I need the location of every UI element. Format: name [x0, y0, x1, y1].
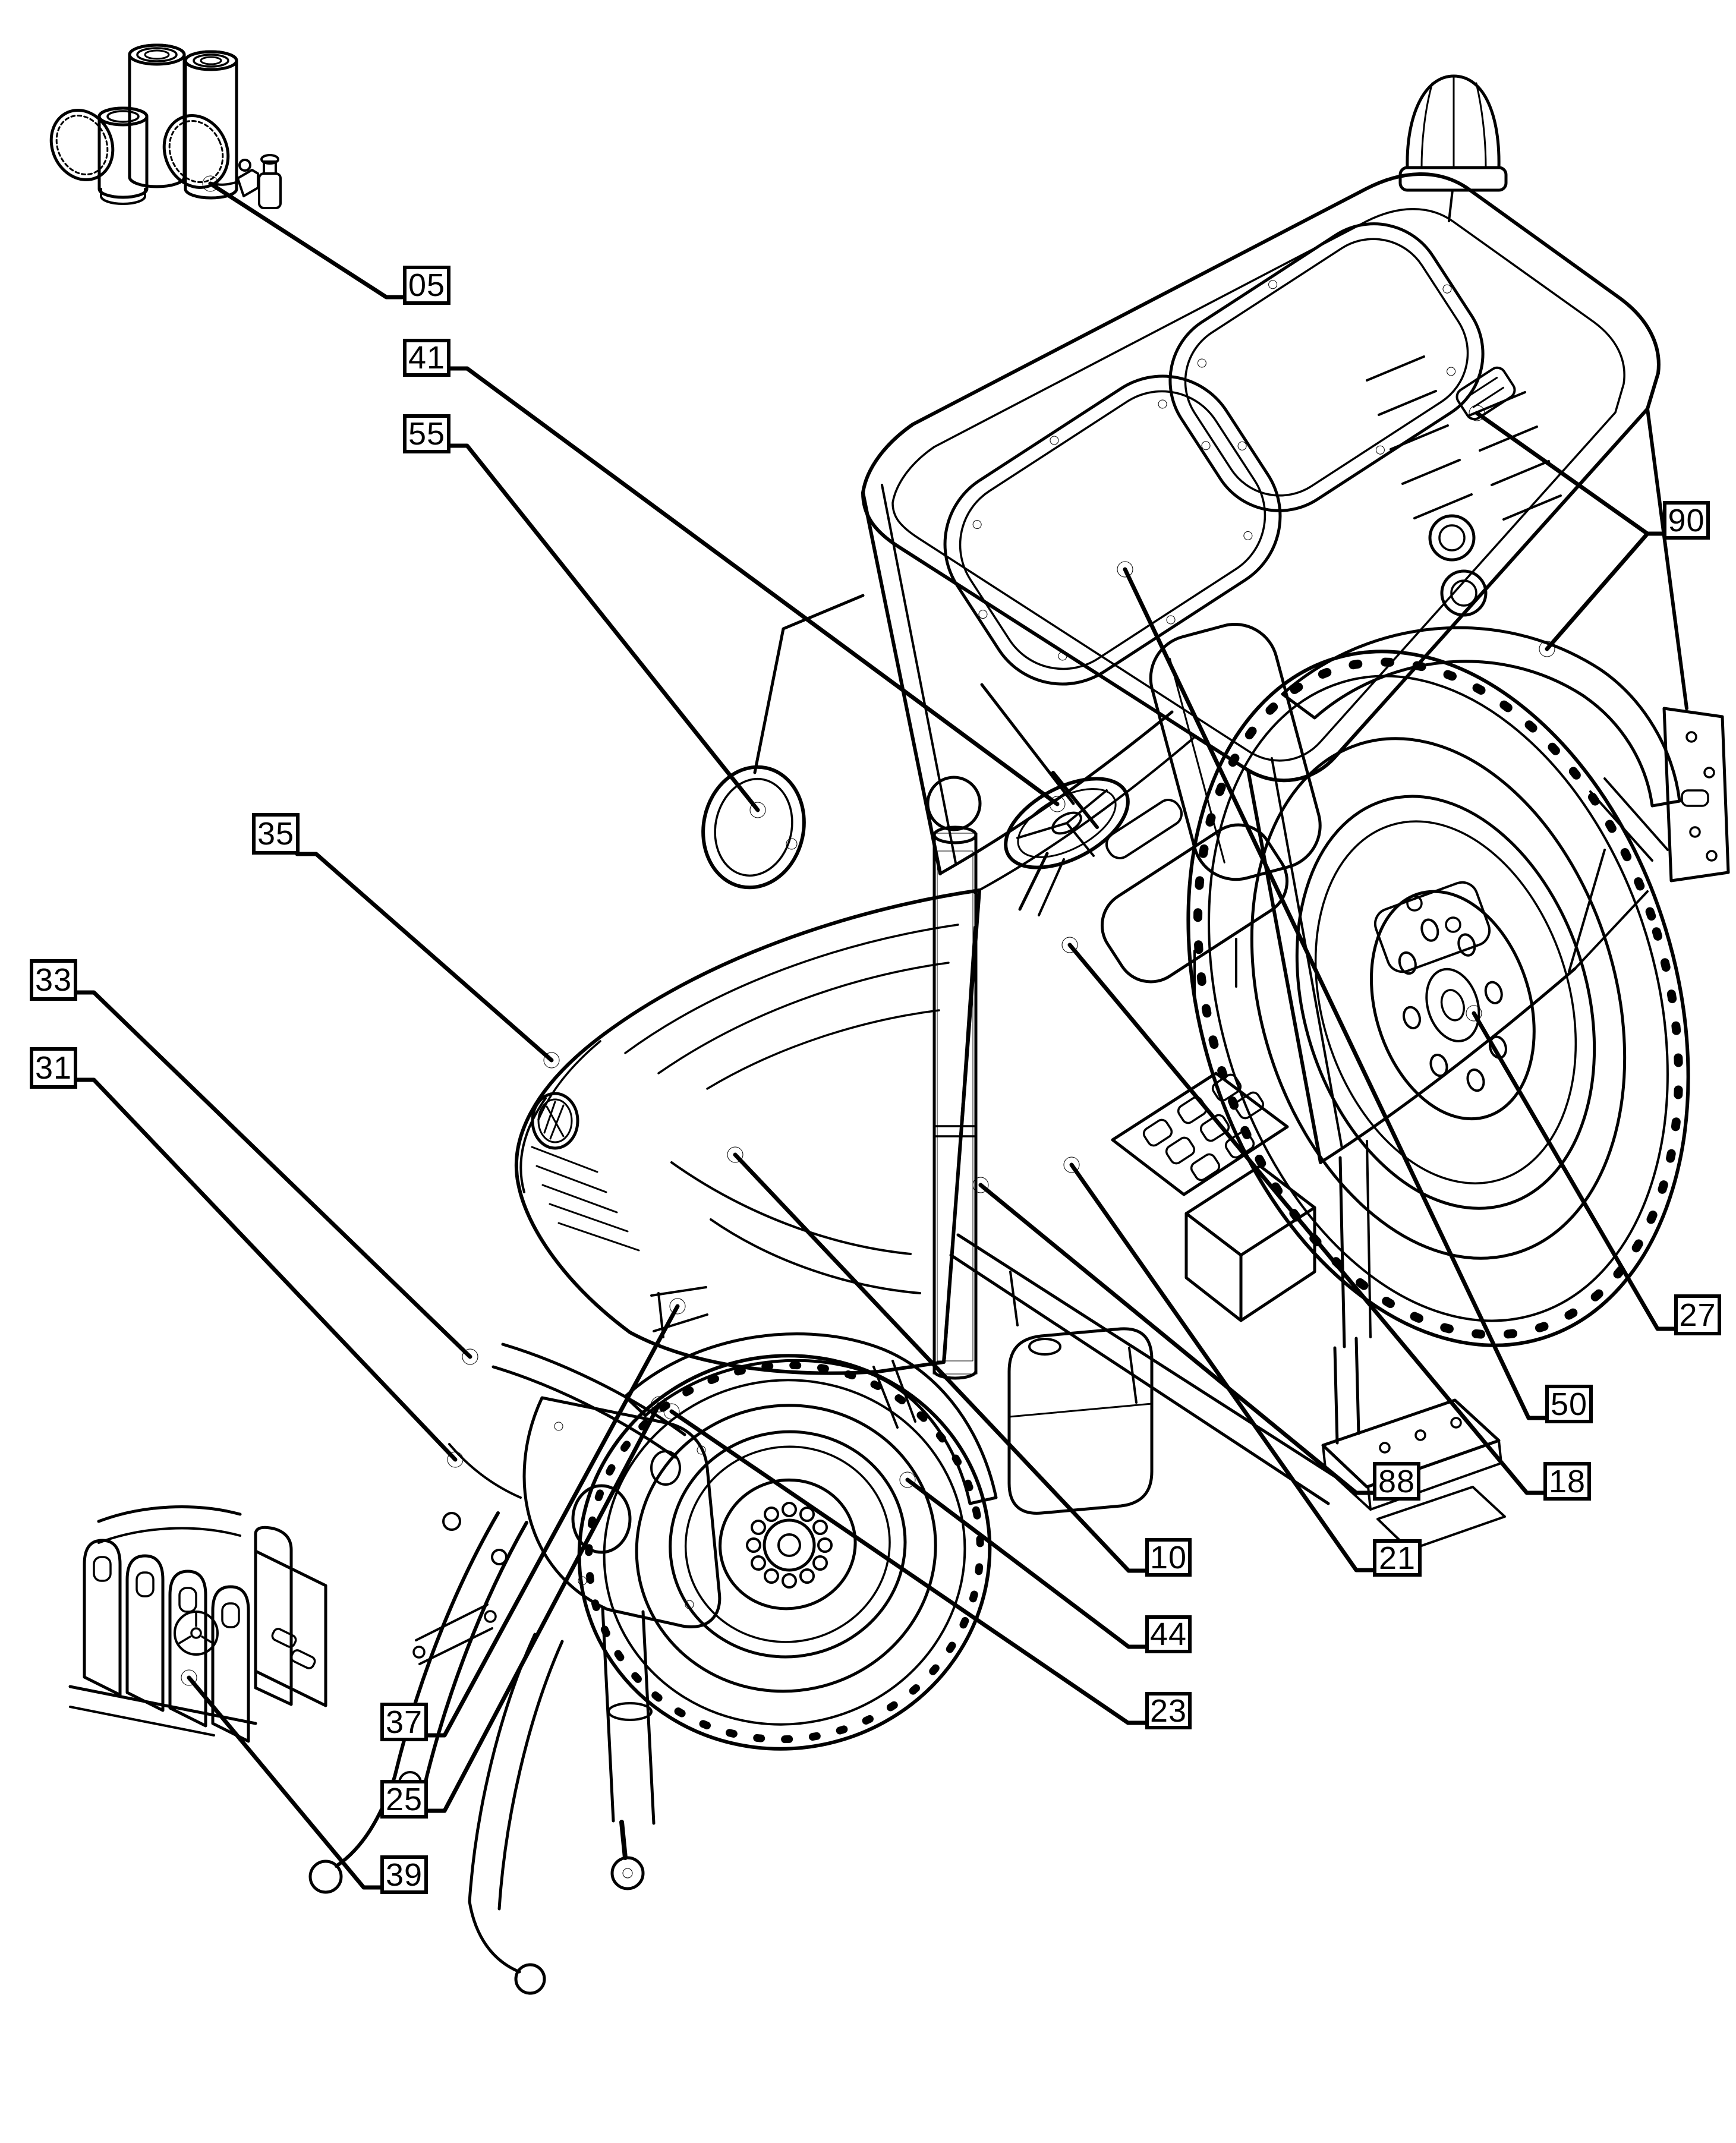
leader-dot-21	[1063, 1156, 1080, 1173]
leader-dot-39	[181, 1669, 197, 1686]
callout-50[interactable]: 50	[1545, 1385, 1593, 1423]
callout-number: 44	[1149, 1616, 1187, 1652]
leader-line-21	[1069, 1162, 1378, 1572]
callout-88[interactable]: 88	[1373, 1462, 1420, 1501]
callout-18[interactable]: 18	[1543, 1462, 1591, 1501]
callout-number: 35	[257, 816, 295, 852]
callout-number: 23	[1149, 1693, 1187, 1729]
floor-plate-art	[1111, 1072, 1289, 1196]
seat-art	[1100, 623, 1322, 1000]
callout-33[interactable]: 33	[30, 959, 77, 1001]
leader-dot-18	[1061, 937, 1078, 953]
fuel-tank-art	[1007, 1327, 1154, 1515]
rear-work-light-icon	[1455, 366, 1516, 421]
callout-number: 55	[408, 416, 446, 452]
callout-number: 25	[385, 1781, 423, 1817]
callout-number: 21	[1378, 1540, 1416, 1576]
grille-slats	[531, 1146, 640, 1252]
cab-vents	[1366, 355, 1562, 521]
leader-dot-50	[1117, 561, 1133, 578]
callout-27[interactable]: 27	[1674, 1294, 1721, 1335]
leader-line-25	[423, 1402, 661, 1813]
brand-badge-icon	[531, 1092, 579, 1150]
leader-line-31	[73, 1077, 458, 1462]
wiper-art	[980, 683, 1099, 829]
callout-35[interactable]: 35	[252, 813, 300, 855]
leader-line-33	[73, 990, 472, 1359]
rear-wheel-art	[1186, 650, 1690, 1347]
callout-90[interactable]: 90	[1663, 501, 1710, 540]
roof-hatch-left	[943, 374, 1282, 686]
leader-dot-31	[447, 1451, 464, 1468]
beacon-light-icon	[1398, 74, 1508, 222]
leader-dot-44	[899, 1471, 916, 1488]
leader-line-23	[669, 1409, 1150, 1725]
callout-21[interactable]: 21	[1373, 1539, 1422, 1577]
callout-41[interactable]: 41	[403, 339, 450, 377]
callout-number: 27	[1679, 1297, 1716, 1333]
leader-dot-55	[749, 802, 766, 818]
hood-art	[514, 888, 981, 1375]
leader-line-55	[446, 443, 760, 812]
callout-number: 90	[1668, 502, 1705, 538]
leader-line-90	[1545, 531, 1650, 651]
callout-55[interactable]: 55	[403, 414, 450, 453]
callout-39[interactable]: 39	[380, 1855, 428, 1894]
callout-37[interactable]: 37	[380, 1703, 428, 1741]
callout-44[interactable]: 44	[1145, 1615, 1192, 1653]
ballast-weights-art	[68, 1505, 327, 1743]
callout-25[interactable]: 25	[380, 1780, 428, 1819]
console-art	[1373, 881, 1491, 973]
leader-dot-33	[462, 1348, 478, 1365]
leader-line-88	[978, 1183, 1378, 1495]
leader-dot-10	[727, 1146, 743, 1163]
callout-10[interactable]: 10	[1145, 1538, 1192, 1577]
leader-dot-27	[1466, 1005, 1482, 1022]
callout-number: 88	[1378, 1463, 1416, 1499]
leader-line-41	[446, 366, 1060, 806]
leader-line-18	[1067, 943, 1548, 1495]
leader-line-44	[905, 1477, 1150, 1649]
callout-number: 10	[1149, 1539, 1187, 1575]
rear-fender-art	[1281, 626, 1730, 883]
front-fender-art	[623, 1286, 998, 1505]
callout-number: 33	[34, 962, 73, 998]
battery-box-art	[1184, 1164, 1316, 1322]
leader-line-10	[733, 1152, 1150, 1573]
hood-outline	[514, 888, 981, 1375]
leader-line-50	[1123, 567, 1550, 1420]
leader-dot-35	[543, 1052, 560, 1069]
callout-number: 50	[1550, 1386, 1588, 1422]
leader-line-27	[1472, 1011, 1679, 1331]
leader-dot-41	[1049, 796, 1066, 812]
leader-layer	[73, 175, 1679, 1890]
callout-number: 18	[1548, 1463, 1586, 1499]
leader-line-05	[208, 181, 407, 300]
leader-dot-05	[202, 175, 219, 192]
callout-number: 37	[385, 1704, 423, 1740]
cab-roof-outline	[861, 172, 1661, 783]
leader-dot-88	[972, 1177, 989, 1193]
leader-dot-37	[669, 1298, 686, 1315]
callout-05[interactable]: 05	[403, 266, 450, 305]
leader-dot-25	[651, 1396, 667, 1413]
leader-dot-23	[663, 1403, 680, 1420]
callout-31[interactable]: 31	[30, 1047, 77, 1089]
callout-number: 05	[408, 267, 446, 303]
leader-dot-90	[1469, 405, 1485, 421]
leader-line-35	[295, 852, 554, 1063]
callout-23[interactable]: 23	[1145, 1692, 1192, 1729]
callout-number: 39	[385, 1857, 423, 1893]
callout-number: 31	[34, 1050, 73, 1086]
wheel-bolts	[746, 1502, 833, 1589]
leader-line-39	[187, 1675, 385, 1890]
leader-dot-90	[1539, 641, 1555, 657]
roof-hatch-right	[1168, 222, 1485, 512]
callout-number: 41	[408, 340, 446, 376]
leader-line-37	[423, 1304, 680, 1738]
mirror-art	[701, 594, 865, 890]
